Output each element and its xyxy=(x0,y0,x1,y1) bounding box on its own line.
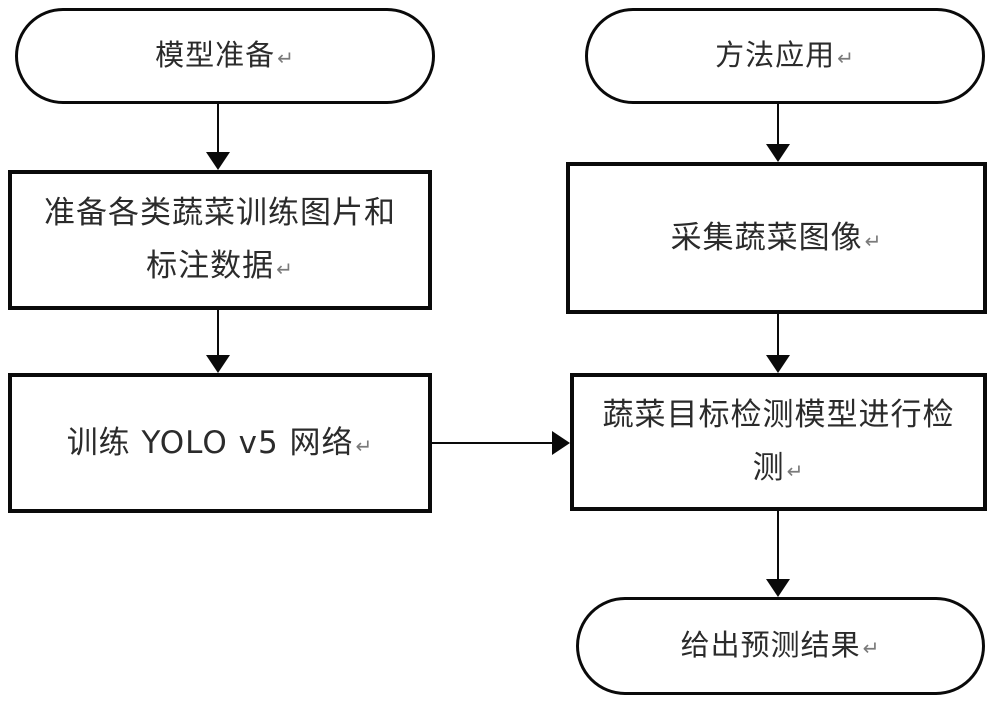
arrowhead-down-icon xyxy=(206,152,230,170)
arrow-shaft xyxy=(777,510,779,579)
node-label: 方法应用 xyxy=(715,38,836,73)
arrow-shaft xyxy=(217,309,219,355)
arrow-collect-images-to-detect xyxy=(766,313,790,373)
return-mark-icon: ↵ xyxy=(355,433,374,458)
node-train-yolo-v5: 训练 YOLO v5 网络↵ xyxy=(8,373,432,513)
node-collect-vegetable-images: 采集蔬菜图像↵ xyxy=(566,162,987,314)
arrow-method-apply-to-collect-images xyxy=(766,104,790,162)
arrowhead-down-icon xyxy=(206,355,230,373)
arrow-shaft xyxy=(777,313,779,355)
return-mark-icon: ↵ xyxy=(837,46,855,71)
return-mark-icon: ↵ xyxy=(862,636,881,661)
node-prediction-result: 给出预测结果↵ xyxy=(576,597,985,695)
return-mark-icon: ↵ xyxy=(276,257,294,281)
return-mark-icon: ↵ xyxy=(786,459,805,483)
node-label: 准备各类蔬菜训练图片和标注数据 xyxy=(44,195,396,284)
arrow-model-prep-to-prepare-data xyxy=(206,104,230,170)
node-label: 蔬菜目标检测模型进行检测 xyxy=(602,397,955,486)
arrowhead-down-icon xyxy=(766,144,790,162)
node-detection-model-detect: 蔬菜目标检测模型进行检测↵ xyxy=(570,373,987,511)
return-mark-icon: ↵ xyxy=(864,228,883,253)
node-label: 给出预测结果 xyxy=(680,628,861,663)
arrow-prepare-data-to-train-yolo xyxy=(206,309,230,373)
node-label: 训练 YOLO v5 网络 xyxy=(66,424,354,461)
node-label: 采集蔬菜图像 xyxy=(670,219,863,256)
node-label: 模型准备 xyxy=(155,38,276,73)
arrowhead-right-icon xyxy=(552,431,570,455)
node-prepare-training-data: 准备各类蔬菜训练图片和标注数据↵ xyxy=(8,170,432,310)
arrow-detect-to-result xyxy=(766,510,790,597)
node-method-application: 方法应用↵ xyxy=(585,8,985,104)
arrowhead-down-icon xyxy=(766,355,790,373)
arrow-shaft xyxy=(217,104,219,152)
return-mark-icon: ↵ xyxy=(277,46,295,71)
arrow-shaft xyxy=(777,104,779,144)
arrow-train-yolo-to-detect xyxy=(431,431,570,455)
arrow-shaft xyxy=(431,442,552,444)
arrowhead-down-icon xyxy=(766,579,790,597)
node-model-preparation: 模型准备↵ xyxy=(15,8,435,104)
